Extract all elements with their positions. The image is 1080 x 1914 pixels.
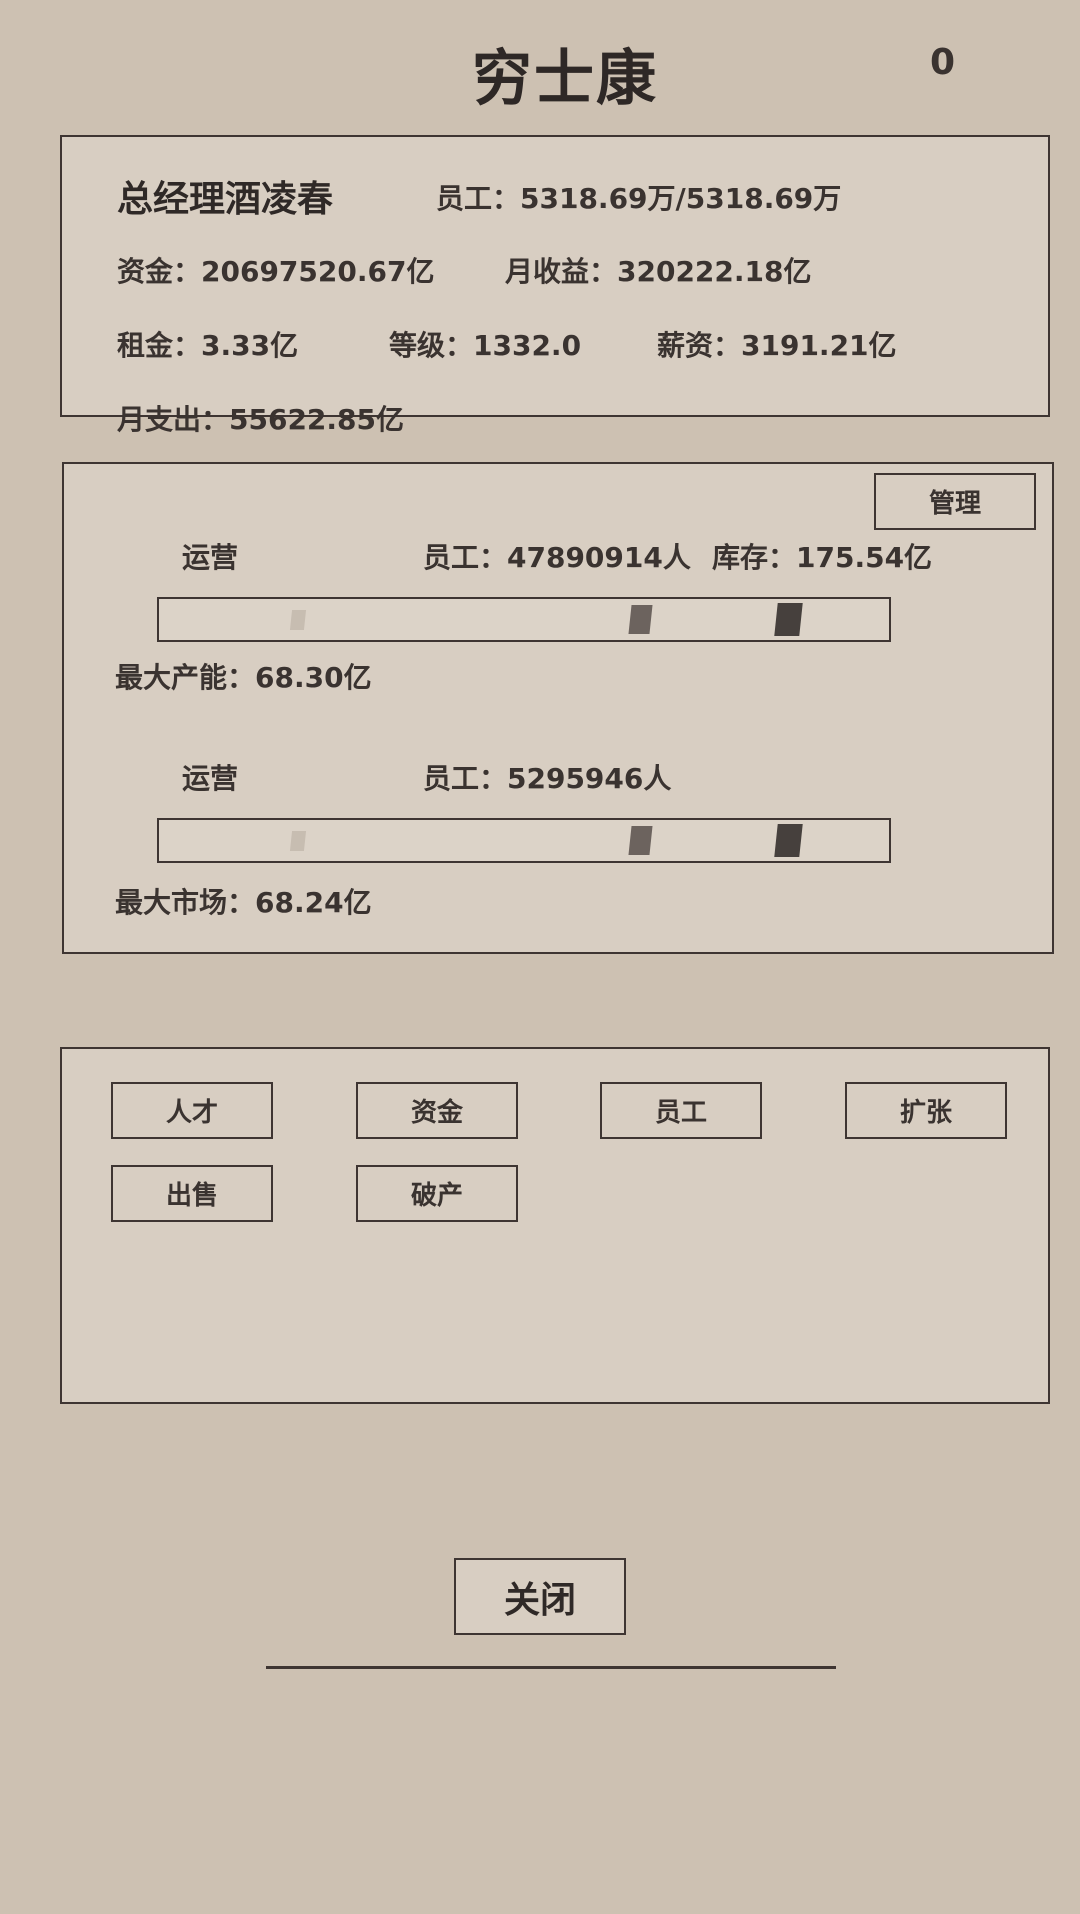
expand-button[interactable]: 扩张 bbox=[845, 1082, 1007, 1139]
company-info-panel bbox=[60, 135, 1050, 417]
market-slider[interactable] bbox=[157, 818, 891, 863]
production-slider-handle-light[interactable] bbox=[289, 610, 307, 630]
market-staff: 员工：5295946人 bbox=[423, 762, 672, 795]
bankrupt-button[interactable]: 破产 bbox=[356, 1165, 518, 1222]
talent-button[interactable]: 人才 bbox=[111, 1082, 273, 1139]
production-slider-handle-mid[interactable] bbox=[628, 605, 653, 634]
sell-button[interactable]: 出售 bbox=[111, 1165, 273, 1222]
monthly-expense: 月支出：55622.85亿 bbox=[117, 403, 405, 436]
production-slider[interactable] bbox=[157, 597, 891, 642]
production-slider-handle-dark[interactable] bbox=[774, 603, 803, 636]
max-capacity: 最大产能：68.30亿 bbox=[115, 661, 372, 694]
max-market: 最大市场：68.24亿 bbox=[115, 886, 372, 919]
counter-value: 0 bbox=[930, 42, 956, 83]
market-label: 运营 bbox=[182, 762, 239, 795]
funds-value: 资金：20697520.67亿 bbox=[117, 255, 435, 288]
monthly-income: 月收益：320222.18亿 bbox=[505, 255, 812, 288]
footer-divider bbox=[266, 1666, 836, 1669]
company-title: 穷士康 bbox=[472, 44, 658, 114]
operations-panel bbox=[62, 462, 1054, 954]
manage-button[interactable]: 管理 bbox=[874, 473, 1036, 530]
staff-button[interactable]: 员工 bbox=[600, 1082, 762, 1139]
market-slider-handle-dark[interactable] bbox=[774, 824, 803, 857]
close-button[interactable]: 关闭 bbox=[454, 1558, 626, 1635]
market-slider-handle-light[interactable] bbox=[289, 831, 307, 851]
level-value: 等级：1332.0 bbox=[389, 329, 582, 362]
production-stock: 库存：175.54亿 bbox=[712, 541, 933, 574]
funds-button[interactable]: 资金 bbox=[356, 1082, 518, 1139]
production-label: 运营 bbox=[182, 541, 239, 574]
rent-value: 租金：3.33亿 bbox=[117, 329, 299, 362]
production-staff: 员工：47890914人 bbox=[423, 541, 691, 574]
market-slider-handle-mid[interactable] bbox=[628, 826, 653, 855]
salary-value: 薪资：3191.21亿 bbox=[657, 329, 897, 362]
staff-total: 员工：5318.69万/5318.69万 bbox=[436, 182, 842, 215]
manager-name: 总经理酒凌春 bbox=[117, 179, 334, 220]
